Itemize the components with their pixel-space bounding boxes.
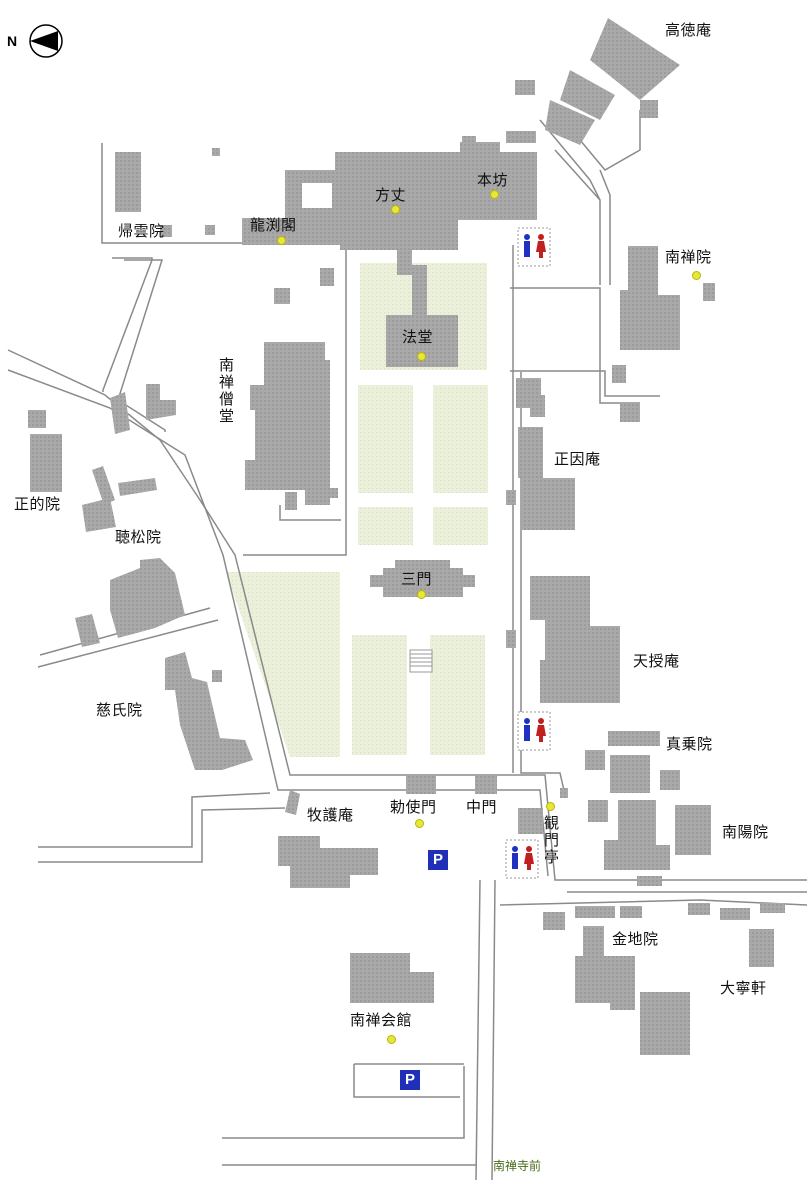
nanyoin-label: 南陽院 [722,823,769,841]
hatto-label: 法堂 [402,328,434,346]
roads [7,109,807,1180]
shinmontei-label: 観門亭 [542,815,560,866]
hojo-label: 方丈 [375,186,407,204]
buildings [28,18,785,1055]
chokushimon-marker [415,819,424,828]
konchiin-label: 金地院 [612,930,659,948]
kaikan-marker [387,1035,396,1044]
nanzenin-label: 南禅院 [665,248,712,266]
chokushimon-label: 勅使門 [390,798,437,816]
bokugoan-label: 牧護庵 [307,806,354,824]
kotokuan-label: 高徳庵 [665,21,712,39]
daineiken-label: 大寧軒 [720,979,767,997]
kiunin-label: 帰雲院 [118,222,165,240]
sanmon-marker [417,590,426,599]
tenjuan-label: 天授庵 [633,652,680,670]
toilet-icon [505,839,539,879]
garden-areas [226,263,488,757]
choshoin-label: 聴松院 [115,528,162,546]
sodo-label: 南禅僧堂 [217,357,235,425]
toilet-icon [517,227,551,267]
station-label: 南禅寺前 [493,1159,542,1173]
parking-icon: P [428,850,448,870]
hatto-marker [417,352,426,361]
nanzenin-marker [692,271,701,280]
toilet-icon [517,711,551,751]
stairs [410,653,432,667]
honbo-label: 本坊 [477,171,509,189]
shoinan-label: 正因庵 [554,450,601,468]
north-label: N [7,33,18,49]
ryuenkaku-marker [277,236,286,245]
kaikan-label: 南禅会館 [350,1011,413,1029]
north-arrow-icon [29,24,63,58]
sanmon-label: 三門 [401,570,433,588]
ryuenkaku-label: 龍渕閣 [250,216,297,234]
honbo-marker [490,190,499,199]
nakamon-label: 中門 [466,798,498,816]
shinjoin-label: 真乗院 [666,735,713,753]
hojo-marker [391,205,400,214]
jishiin-label: 慈氏院 [96,701,143,719]
shotekiin-label: 正的院 [14,495,61,513]
shinmontei-marker [546,802,555,811]
parking-icon: P [400,1070,420,1090]
